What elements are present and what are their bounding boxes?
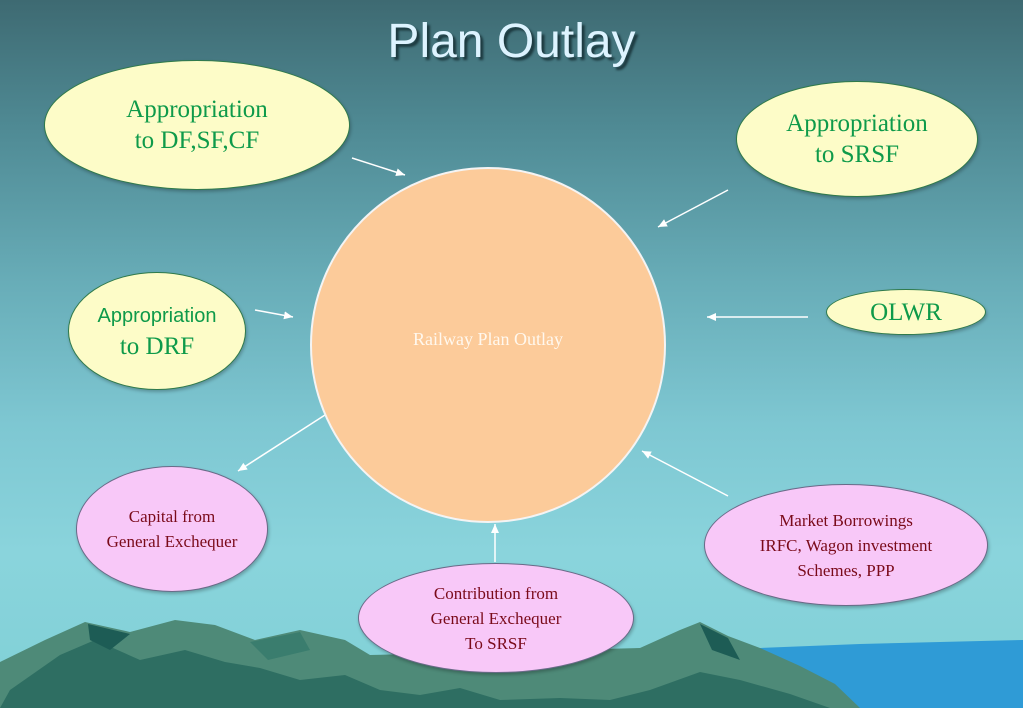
node-line: OLWR	[870, 298, 942, 326]
node-olwr: OLWR	[826, 289, 986, 335]
node-contribution-general-exchequer: Contribution from General Exchequer To S…	[358, 563, 634, 673]
node-line: Appropriation	[97, 304, 217, 327]
arrow-drf-to-center	[254, 309, 294, 320]
center-label: Railway Plan Outlay	[413, 328, 563, 349]
node-line: Market Borrowings	[779, 510, 913, 530]
node-appropriation-drf: Appropriation to DRF	[68, 272, 246, 390]
node-line: Schemes, PPP	[797, 560, 895, 580]
node-appropriation-srsf: Appropriation to SRSF	[736, 81, 978, 197]
node-line: General Exchequer	[430, 608, 562, 628]
front-mountains	[0, 640, 830, 708]
node-line: Appropriation	[126, 96, 268, 123]
arrow-center-to-capital	[237, 414, 326, 472]
node-line: IRFC, Wagon investment	[759, 535, 933, 555]
page-title: Plan Outlay	[387, 15, 636, 68]
node-line: Contribution from	[433, 583, 559, 603]
arrow-market-to-center	[641, 450, 729, 497]
node-appropriation-df-sf-cf: Appropriation to DF,SF,CF	[44, 60, 350, 190]
node-line: Appropriation	[786, 110, 928, 137]
railway-plan-outlay-circle: Railway Plan Outlay	[310, 167, 666, 523]
node-line: Capital from	[128, 507, 216, 526]
node-market-borrowings: Market Borrowings IRFC, Wagon investment…	[704, 484, 988, 606]
node-line: to DRF	[119, 332, 195, 360]
ridge-highlight	[700, 624, 740, 660]
node-line: To SRSF	[465, 633, 527, 653]
arrow-srsf-to-center	[657, 189, 729, 228]
node-line: General Exchequer	[106, 532, 238, 551]
ridge-highlight	[250, 632, 310, 660]
ridge-highlight	[88, 624, 130, 650]
node-line: to DF,SF,CF	[134, 127, 260, 154]
arrow-df-sf-cf-to-center	[351, 157, 406, 177]
node-line: to SRSF	[814, 141, 900, 168]
node-capital-general-exchequer: Capital from General Exchequer	[76, 466, 268, 592]
